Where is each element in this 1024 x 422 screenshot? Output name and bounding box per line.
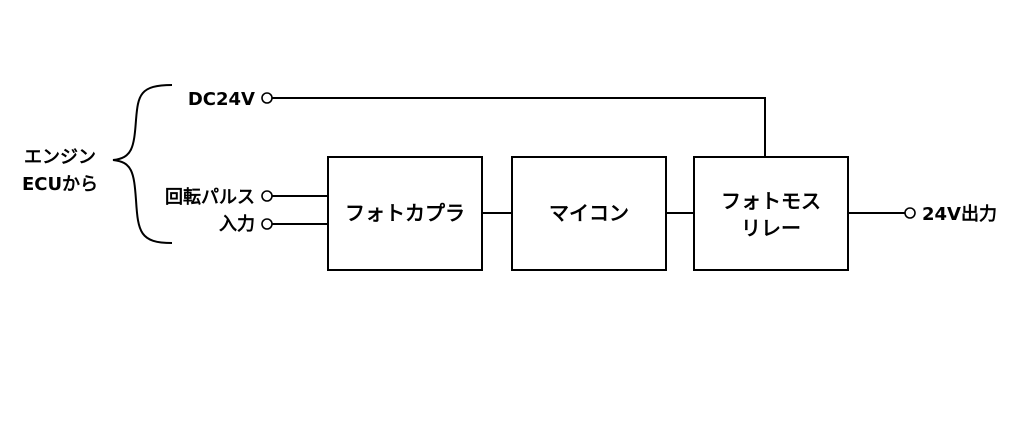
pulse-input-label-line1: 回転パルス (165, 186, 255, 208)
pulse-terminal-top (261, 190, 273, 202)
photomos-relay-label-line1: フォトモス (721, 189, 821, 213)
microcontroller-label: マイコン (549, 201, 629, 225)
dc24v-terminal (261, 92, 273, 104)
source-label-line1: エンジン (24, 147, 96, 168)
pulse-terminal-bottom (261, 218, 273, 230)
output-label: 24V出力 (922, 203, 997, 225)
input-group-brace (112, 84, 173, 244)
dc24v-label: DC24V (188, 89, 255, 110)
photocoupler-label: フォトカプラ (345, 201, 465, 225)
source-label-line2: ECUから (22, 174, 98, 195)
photomos-relay-block (693, 156, 849, 271)
output-terminal (904, 207, 916, 219)
photocoupler-block (327, 156, 483, 271)
microcontroller-block (511, 156, 667, 271)
pulse-input-label-line2: 入力 (219, 214, 255, 235)
photomos-relay-label-line2: リレー (741, 216, 801, 240)
